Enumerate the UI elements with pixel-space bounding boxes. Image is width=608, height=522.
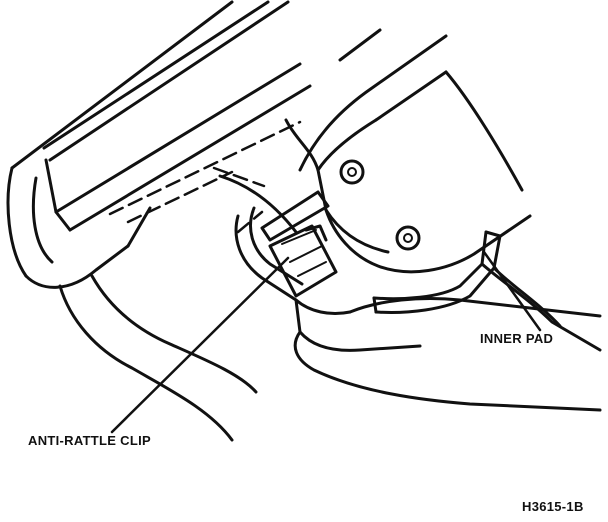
inner-pad-label: INNER PAD (480, 331, 554, 346)
regulator-bracket (284, 28, 532, 274)
glass-run-channel (6, 0, 312, 289)
anti-rattle-clip (268, 224, 338, 298)
door-panel (58, 174, 298, 442)
glass-lower-edge (234, 190, 602, 412)
hidden-edges (108, 120, 302, 234)
anti-rattle-clip-label: ANTI-RATTLE CLIP (28, 433, 151, 448)
figure-code-label: H3615-1B (522, 499, 584, 514)
leader-lines (110, 250, 542, 434)
